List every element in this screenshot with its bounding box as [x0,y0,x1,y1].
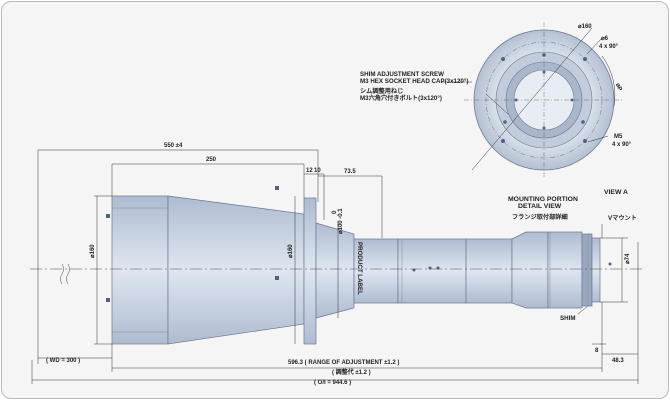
flange-4x90-b: 4 x 90° [612,142,632,148]
dim-dia160-front: ⌀160 [90,244,96,258]
dim-48-3: 48.3 [612,358,624,364]
dim-wd: ( WD = 300 ) [46,358,80,364]
dimension-lines [31,149,639,384]
shim-leader [577,305,589,315]
dim-dia74: ⌀74 [625,253,631,264]
dim-oi: ( O/I = 944.6 ) [314,380,351,386]
lens-screws [106,186,612,302]
flange-dia6: ⌀6 [601,36,609,42]
dim-8: 8 [595,348,599,354]
dim-adjustment-jp: ( 調整代 ±1.2 ) [332,368,371,376]
flange-m5: M5 [614,134,623,140]
dim-73-5: 73.5 [344,169,356,175]
product-label: PRODUCT LABEL [356,242,363,295]
dim-250: 250 [206,157,217,163]
shim-screw-jp-1: シム調整用ねじ [360,87,403,95]
dim-dia100-upper: 0 [332,210,338,214]
flange-4x90-a: 4 x 90° [599,44,619,50]
mounting-jp-label: フランジ取付部詳細 [512,213,568,221]
shim-label: SHIM [560,315,575,322]
flange-dia160: ⌀160 [578,24,592,30]
detail-view-label: DETAIL VIEW [518,203,562,210]
view-a-label: VIEW A [604,189,628,196]
break-mark [60,263,70,285]
dim-dia100: ⌀100 -0.1 [338,208,344,234]
dim-dia160-cone: ⌀160 [288,244,294,258]
v-mount-label: Vマウント [608,214,637,222]
shim-screw-en-1: SHIM ADJUSTMENT SCREW [360,71,444,78]
flange-dimension-lines [442,27,616,171]
dim-adjustment: 596.3 ( RANGE OF ADJUSTMENT ±1.2 ) [288,360,399,366]
dim-12: 12 [306,168,313,174]
mounting-portion-label: MOUNTING PORTION [508,196,578,203]
flange-pcd: ⌀P [614,83,622,92]
shim-screw-jp-2: M3六角穴付きボルト(3x120°) [360,94,442,102]
dim-10: 10 [314,168,321,174]
lens-body [111,195,601,345]
dim-550: 550 ±4 [164,143,183,149]
shim-screw-en-2: M3 HEX SOCKET HEAD CAP(3x120°) [360,78,468,85]
flange-view [464,22,624,178]
lens-detail-lines [112,207,589,333]
